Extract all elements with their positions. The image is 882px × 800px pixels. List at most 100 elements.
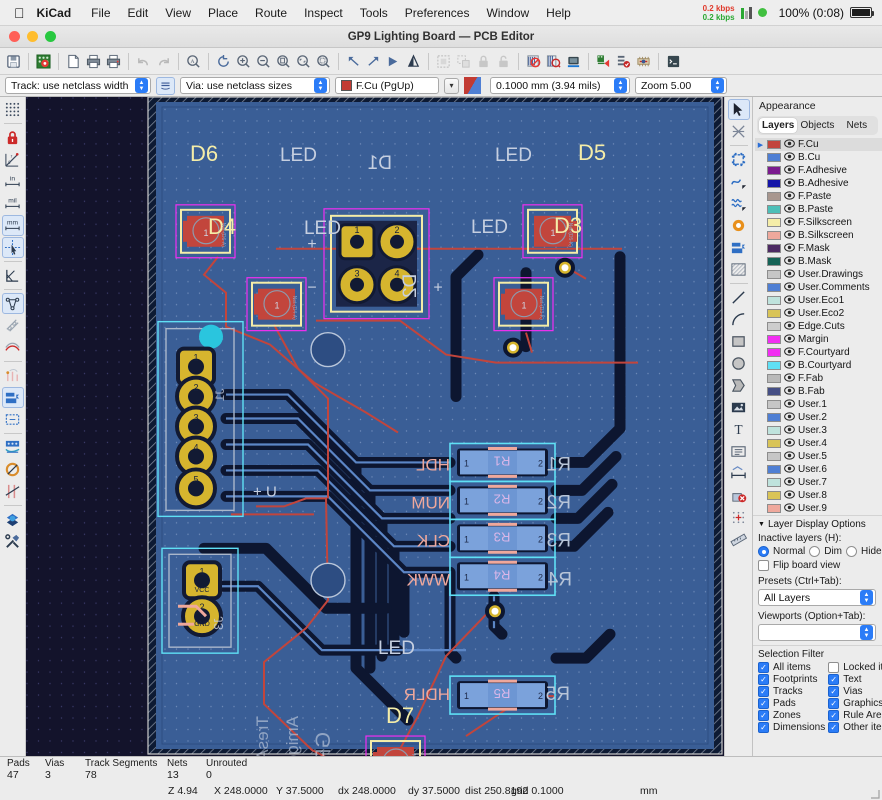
layer-visibility-eye-icon[interactable]: [784, 177, 795, 190]
show-3d-viewer-button[interactable]: [564, 51, 583, 72]
layer-row[interactable]: F.Courtyard: [755, 346, 882, 359]
footprint-r1[interactable]: 1 2 R1: [449, 442, 556, 483]
layer-row[interactable]: User.6: [755, 463, 882, 476]
layer-color-swatch[interactable]: [767, 400, 781, 409]
layer-row[interactable]: User.4: [755, 437, 882, 450]
add-text-tool-button[interactable]: T: [728, 419, 750, 440]
layer-color-swatch[interactable]: [767, 244, 781, 253]
ratsnest-curved-button[interactable]: [1, 293, 24, 314]
layer-color-swatch[interactable]: [767, 231, 781, 240]
draw-circle-tool-button[interactable]: [728, 353, 750, 374]
selection-filter-item[interactable]: ✓Footprints: [758, 674, 825, 685]
add-dimension-tool-button[interactable]: [728, 463, 750, 484]
led-footprints[interactable]: 1 1: [175, 204, 583, 756]
tab-objects[interactable]: Objects: [800, 120, 835, 131]
layer-row[interactable]: F.Adhesive: [755, 164, 882, 177]
layer-visibility-eye-icon[interactable]: [784, 320, 795, 333]
drc-button[interactable]: [524, 51, 543, 72]
layer-row[interactable]: B.Cu: [755, 151, 882, 164]
menu-kicad[interactable]: KiCad: [26, 5, 72, 20]
zone-outline-button[interactable]: [2, 409, 24, 430]
layer-color-swatch[interactable]: [767, 309, 781, 318]
draw-line-tool-button[interactable]: [728, 287, 750, 308]
layer-color-swatch[interactable]: [767, 335, 781, 344]
status-green-dot-icon[interactable]: [757, 8, 767, 17]
layer-visibility-eye-icon[interactable]: [784, 164, 795, 177]
grid-size-select[interactable]: 0.1000 mm (3.94 mils) ▲▼: [490, 77, 630, 94]
find-button[interactable]: A: [184, 51, 203, 72]
net-colors-button[interactable]: [2, 315, 24, 336]
menu-edit[interactable]: Edit: [117, 5, 149, 20]
layer-color-swatch[interactable]: [767, 387, 781, 396]
menu-help[interactable]: Help: [535, 5, 571, 20]
layer-visibility-eye-icon[interactable]: [784, 372, 795, 385]
zoom-out-button[interactable]: [254, 51, 273, 72]
menu-window[interactable]: Window: [475, 5, 529, 20]
menu-file[interactable]: File: [80, 5, 110, 20]
layer-row[interactable]: F.Mask: [755, 242, 882, 255]
pcb-canvas[interactable]: GP9 Lighting Board Amigo Labs TresA Rev …: [26, 97, 724, 756]
draw-arc-tool-button[interactable]: [728, 309, 750, 330]
layer-visibility-eye-icon[interactable]: [784, 437, 795, 450]
track-width-select[interactable]: Track: use netclass width ▲▼: [5, 77, 151, 94]
layer-display-options-header[interactable]: ▼ Layer Display Options: [758, 519, 877, 530]
add-rule-area-tool-button[interactable]: [728, 259, 750, 280]
layer-visibility-eye-icon[interactable]: [784, 229, 795, 242]
layer-visibility-eye-icon[interactable]: [784, 489, 795, 502]
layer-row[interactable]: B.Fab: [755, 385, 882, 398]
menu-route[interactable]: Route: [244, 5, 287, 20]
net-highlight-ratsnest-button[interactable]: [2, 365, 24, 386]
selection-filter-checkbox[interactable]: ✓: [828, 686, 840, 697]
presets-stepper[interactable]: ▲▼: [860, 590, 873, 605]
zoom-stepper[interactable]: ▲▼: [711, 78, 724, 93]
network-activity-icon[interactable]: [740, 6, 752, 19]
via-size-select[interactable]: Via: use netclass sizes ▲▼: [180, 77, 330, 94]
footprint-j1-connector[interactable]: 1 2 3 4 5 + U J1: [157, 320, 277, 518]
layer-color-swatch[interactable]: [767, 179, 781, 188]
layer-row[interactable]: B.Courtyard: [755, 359, 882, 372]
apple-logo-icon[interactable]: : [14, 6, 25, 20]
layer-visibility-eye-icon[interactable]: [784, 216, 795, 229]
flip-horizontal-button[interactable]: [384, 51, 403, 72]
layer-row[interactable]: F.Silkscreen: [755, 216, 882, 229]
selection-filter-item[interactable]: ✓Tracks: [758, 686, 825, 697]
layer-row[interactable]: User.9: [755, 502, 882, 515]
selection-filter-item[interactable]: ✓All items: [758, 662, 825, 673]
locked-pad-marker[interactable]: [199, 324, 223, 349]
selection-filter-item[interactable]: ✓Dimensions: [758, 722, 825, 733]
menu-preferences[interactable]: Preferences: [394, 5, 470, 20]
layer-visibility-eye-icon[interactable]: [784, 281, 795, 294]
flip-board-view-checkbox[interactable]: [758, 560, 769, 571]
units-mils-button[interactable]: mil: [2, 193, 24, 214]
selection-filter-item[interactable]: ✓Rule Areas: [828, 710, 882, 721]
layer-color-swatch[interactable]: [767, 465, 781, 474]
layer-visibility-eye-icon[interactable]: [784, 190, 795, 203]
layer-row[interactable]: F.Paste: [755, 190, 882, 203]
add-via-tool-button[interactable]: [728, 215, 750, 236]
layer-row[interactable]: User.Drawings: [755, 268, 882, 281]
layer-visibility-eye-icon[interactable]: [784, 294, 795, 307]
footprint-r3[interactable]: 1 2 R3: [449, 518, 556, 559]
footprint-r4[interactable]: 1 2 R4: [449, 556, 556, 597]
menu-place[interactable]: Place: [197, 5, 238, 20]
units-inches-button[interactable]: in: [2, 171, 24, 192]
show-ratsnest-button[interactable]: [2, 265, 24, 286]
footprint-checker-button[interactable]: [634, 51, 653, 72]
layer-visibility-eye-icon[interactable]: [784, 385, 795, 398]
highlight-net-tool-button[interactable]: [728, 121, 750, 142]
layer-visibility-eye-icon[interactable]: [784, 255, 795, 268]
layer-color-swatch[interactable]: [767, 426, 781, 435]
layer-color-swatch[interactable]: [767, 283, 781, 292]
radio-normal[interactable]: [758, 546, 769, 557]
zoom-select[interactable]: Zoom 5.00 ▲▼: [635, 77, 727, 94]
layer-row[interactable]: User.8: [755, 489, 882, 502]
active-layer-select[interactable]: F.Cu (PgUp): [335, 77, 439, 94]
layer-visibility-eye-icon[interactable]: [784, 138, 795, 151]
ratsnest-visibility-button[interactable]: [2, 337, 24, 358]
via-size-stepper[interactable]: ▲▼: [314, 78, 327, 93]
zoom-fit-page-button[interactable]: [274, 51, 293, 72]
update-pcb-from-schematic-button[interactable]: [594, 51, 613, 72]
pcb-drawing[interactable]: GP9 Lighting Board Amigo Labs TresA Rev …: [26, 97, 724, 756]
